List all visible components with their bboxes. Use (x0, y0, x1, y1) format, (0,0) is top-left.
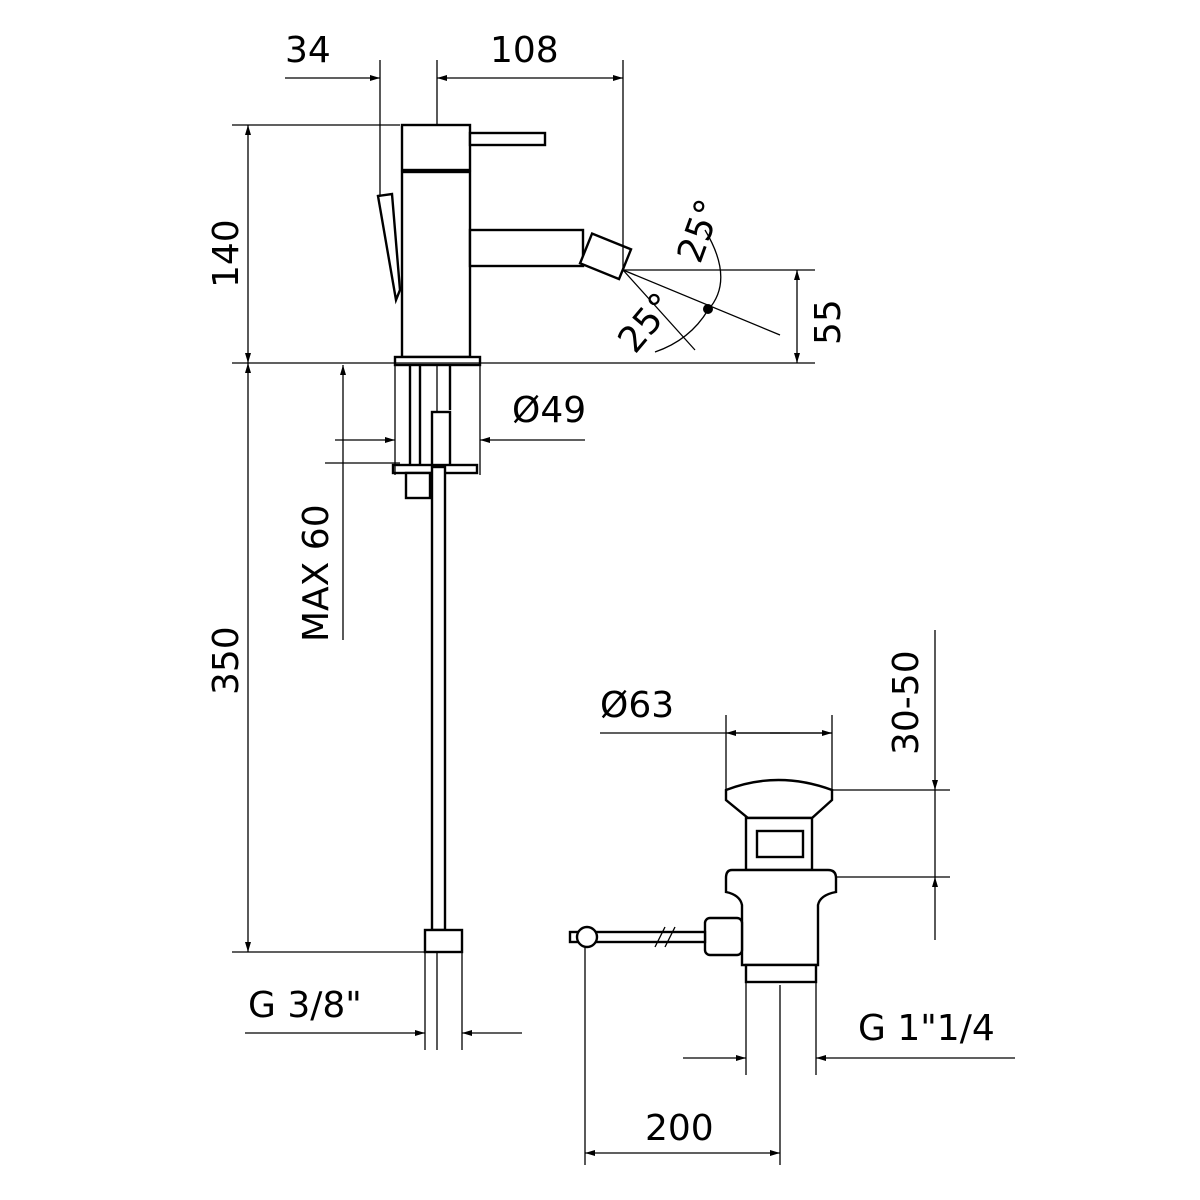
dim-30-50: 30-50 (886, 650, 927, 755)
pull-rod (591, 930, 707, 944)
angle-lower: 25° (610, 286, 682, 361)
supply-hose (430, 465, 447, 932)
dim-140: 140 (206, 219, 247, 288)
lever-handle (468, 131, 547, 147)
faucet-dimensions: 34 108 140 55 25° 25° Ø49 MAX 60 350 G 3… (206, 30, 849, 1050)
spray-nozzle (578, 232, 633, 281)
dim-200: 200 (645, 1108, 714, 1149)
faucet-body (376, 60, 633, 1050)
pull-knob (575, 925, 599, 949)
drain-body (724, 868, 838, 967)
dim-dia49: Ø49 (512, 390, 586, 431)
dim-g114: G 1"1/4 (858, 1008, 995, 1049)
dim-350: 350 (206, 626, 247, 695)
side-lever (376, 192, 402, 305)
lever-nut (703, 916, 744, 957)
dim-max60: MAX 60 (296, 504, 337, 642)
dim-g38: G 3/8" (248, 985, 362, 1026)
dim-dia63: Ø63 (600, 685, 674, 726)
hose-fitting (423, 928, 464, 954)
angle-upper: 25° (670, 194, 730, 268)
dim-55: 55 (808, 299, 849, 345)
pop-up-waste (568, 778, 838, 984)
dim-108: 108 (490, 30, 559, 71)
dim-34: 34 (285, 30, 331, 71)
spout (468, 228, 585, 268)
drain-dimensions: Ø63 30-50 G 1"1/4 200 (584, 630, 1015, 1165)
drain-cap (724, 778, 834, 820)
